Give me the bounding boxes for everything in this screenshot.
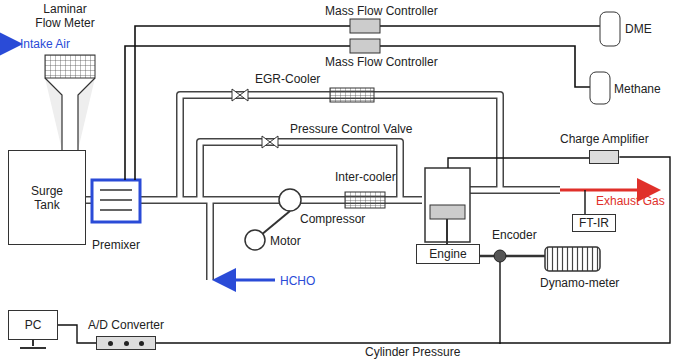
gas-bottle — [600, 12, 620, 46]
part-label: Encoder — [492, 228, 537, 242]
device-box — [589, 150, 619, 164]
mass-flow-controller — [350, 39, 380, 53]
part-label: Laminar Flow Meter — [30, 2, 100, 30]
encoder-wire — [499, 262, 500, 344]
pc-monitor: PC — [8, 310, 58, 340]
compressor — [279, 189, 301, 211]
part-label: EGR-Cooler — [255, 72, 320, 86]
pipe-outline — [86, 95, 560, 280]
surge-tank: Surge Tank — [8, 150, 86, 245]
pressure-control-valve — [262, 136, 278, 148]
intake-arrow — [2, 43, 17, 46]
node-text: Engine — [429, 247, 466, 261]
intercooler — [345, 192, 385, 208]
part-label: Dynamo-meter — [540, 276, 619, 290]
sample-line — [584, 190, 585, 214]
signal-wire — [156, 157, 670, 343]
premixer — [92, 180, 140, 222]
node-text: Surge Tank — [22, 184, 72, 212]
piston — [430, 205, 465, 219]
node-text: A/D Converter — [88, 318, 164, 332]
part-label: Pressure Control Valve — [290, 122, 413, 136]
part-label: Exhaust Gas — [596, 194, 665, 208]
part-label: Intake Air — [20, 37, 70, 51]
charge-amplifier: Charge Amplifier — [560, 132, 649, 164]
ad-converter: A/D Converter — [88, 318, 164, 350]
part-label: Mass Flow Controller — [325, 55, 438, 69]
part-label: Inter-cooler — [335, 170, 396, 184]
edge-label: Cylinder Pressure — [363, 345, 462, 359]
part-label: Mass Flow Controller — [325, 4, 438, 18]
motor — [245, 230, 265, 250]
egr-cooler — [330, 88, 374, 102]
drive-shaft — [480, 255, 545, 258]
engine-base: Engine — [416, 244, 480, 264]
ft-ir-box: FT-IR — [572, 214, 616, 232]
monitor-stand — [20, 340, 46, 348]
con-rod — [446, 219, 448, 244]
encoder — [494, 250, 506, 262]
dynamometer — [545, 247, 600, 271]
exhaust-arrow — [560, 189, 655, 192]
indicator-dot — [108, 341, 113, 346]
hcho-arrow — [218, 279, 275, 282]
sensor-wire — [448, 158, 590, 168]
pipe-bore — [86, 95, 560, 280]
gas-bottle — [590, 72, 610, 104]
flow-meter-neck — [45, 78, 95, 150]
egr-valve — [232, 89, 248, 101]
indicator-dot — [124, 341, 129, 346]
node-text: FT-IR — [579, 216, 609, 230]
part-label: Motor — [270, 234, 301, 248]
gas-line — [125, 26, 600, 180]
node-text: Charge Amplifier — [560, 132, 649, 146]
device-box — [96, 336, 156, 350]
part-label: Methane — [614, 82, 661, 96]
premixer-tubes — [100, 190, 132, 210]
part-label: Premixer — [92, 238, 140, 252]
flow-meter — [45, 55, 95, 78]
node-text: PC — [25, 318, 42, 332]
part-label: Compressor — [300, 212, 365, 226]
part-label: DME — [625, 22, 652, 36]
indicator-dot — [139, 341, 144, 346]
mass-flow-controller — [350, 19, 380, 33]
part-label: HCHO — [280, 274, 315, 288]
